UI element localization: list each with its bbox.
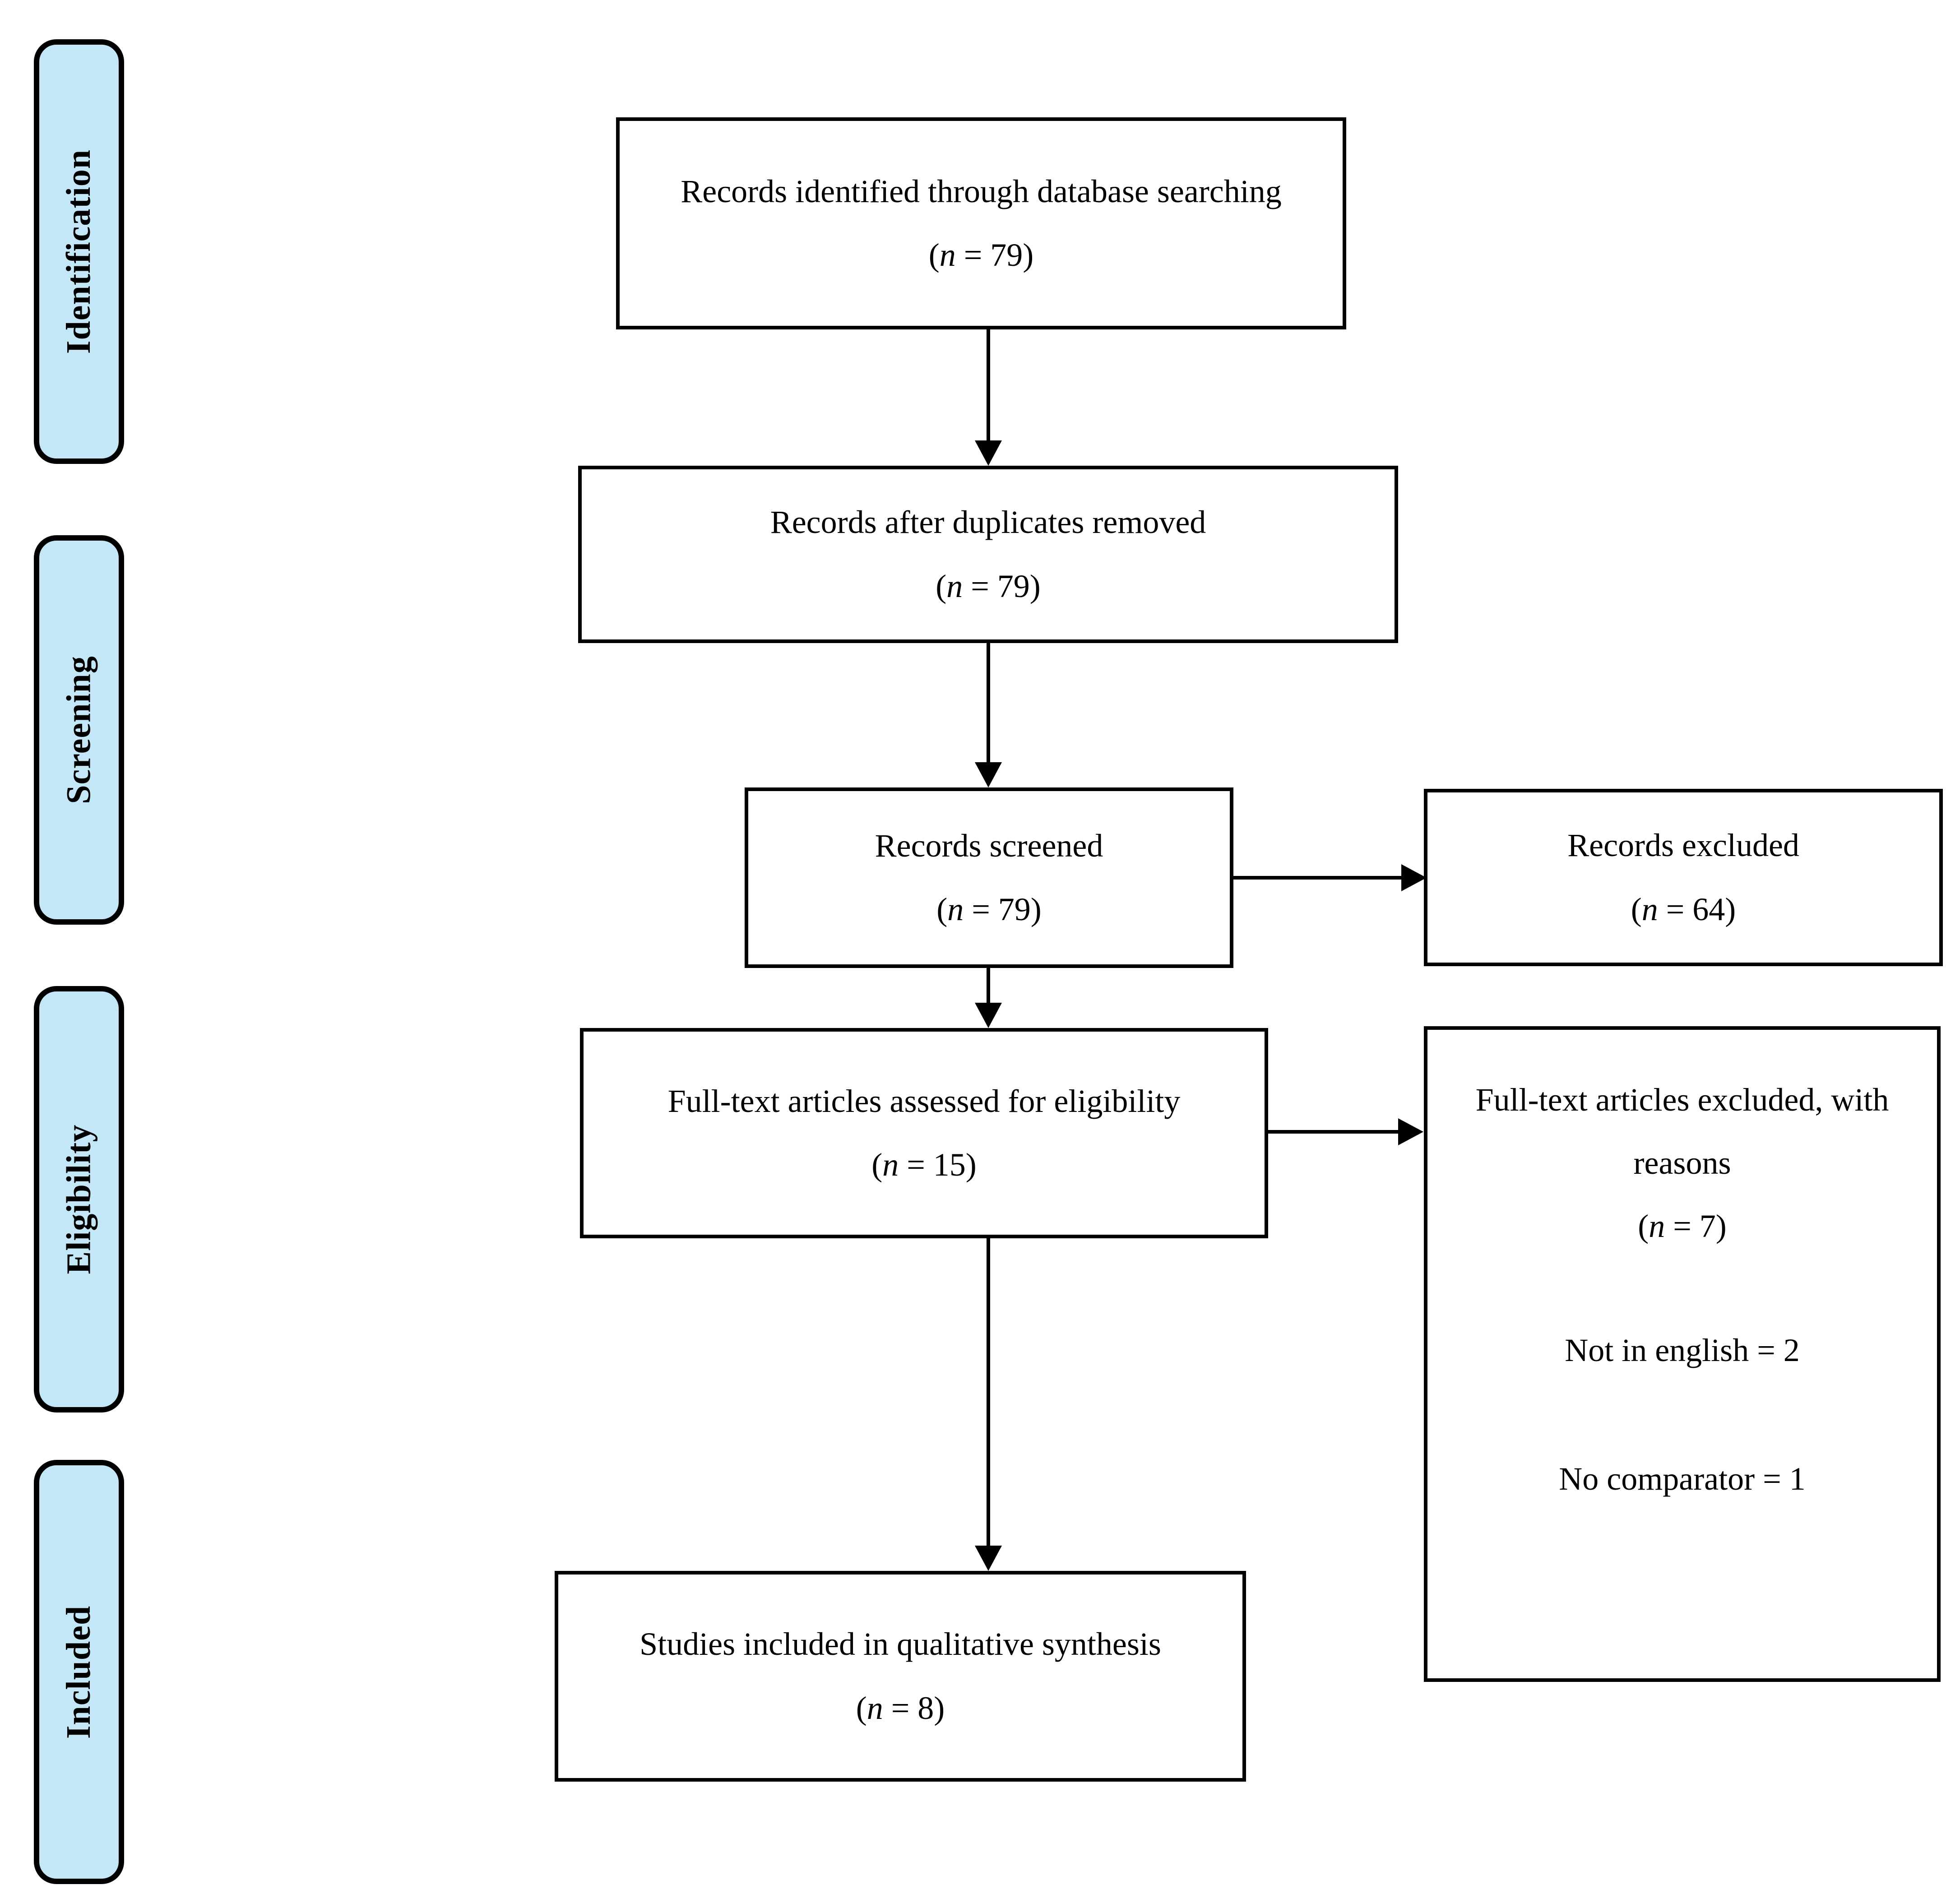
box-title: Records screened	[875, 827, 1103, 864]
box-count: (n = 79)	[928, 237, 1034, 273]
arrow-fulltext-to-included	[987, 1238, 990, 1546]
box-title-line1: Full-text articles excluded, with	[1475, 1082, 1889, 1118]
stage-label-identification: Identification	[34, 39, 124, 464]
stage-label-eligibility: Eligibility	[34, 986, 124, 1412]
stage-label-text: Screening	[60, 656, 98, 804]
n-symbol: n	[882, 1147, 899, 1183]
stage-label-included: Included	[34, 1460, 124, 1884]
arrow-screened-to-fulltext	[987, 968, 990, 1003]
arrowhead-right-icon	[1401, 864, 1427, 891]
arrowhead-down-icon	[975, 1546, 1002, 1571]
stage-label-text: Identification	[60, 149, 98, 354]
box-count: (n = 79)	[936, 568, 1041, 604]
box-count: (n = 8)	[856, 1690, 945, 1726]
exclusion-reason: No comparator = 1	[1559, 1461, 1806, 1497]
stage-label-text: Eligibility	[60, 1124, 98, 1274]
box-title: Records after duplicates removed	[770, 504, 1206, 541]
arrowhead-right-icon	[1398, 1118, 1423, 1145]
box-fulltext-excluded-with-reasons: Full-text articles excluded, with reason…	[1424, 1026, 1941, 1682]
box-title: Full-text articles assessed for eligibil…	[667, 1083, 1181, 1119]
box-title: Studies included in qualitative synthesi…	[639, 1626, 1161, 1662]
box-records-screened: Records screened (n = 79)	[745, 787, 1233, 968]
box-count: (n = 15)	[871, 1147, 977, 1183]
box-count: (n = 64)	[1631, 891, 1736, 927]
box-records-identified: Records identified through database sear…	[616, 117, 1346, 329]
n-symbol: n	[866, 1690, 883, 1726]
arrow-dedup-to-screened	[987, 643, 990, 762]
box-studies-included: Studies included in qualitative synthesi…	[555, 1571, 1246, 1782]
stage-label-screening: Screening	[34, 535, 124, 925]
arrowhead-down-icon	[975, 440, 1002, 466]
arrow-identified-to-dedup	[987, 329, 990, 440]
n-symbol: n	[1641, 891, 1658, 927]
arrow-fulltext-to-ft-excluded	[1268, 1130, 1398, 1134]
box-count: (n = 7)	[1638, 1208, 1727, 1244]
arrow-screened-to-excluded	[1233, 876, 1401, 880]
box-fulltext-assessed: Full-text articles assessed for eligibil…	[580, 1028, 1268, 1238]
n-symbol: n	[947, 891, 964, 927]
box-count: (n = 79)	[936, 891, 1042, 927]
box-records-excluded: Records excluded (n = 64)	[1424, 789, 1943, 966]
box-records-after-duplicates: Records after duplicates removed (n = 79…	[578, 466, 1398, 643]
box-title-line2: reasons	[1633, 1145, 1731, 1181]
n-symbol: n	[946, 568, 963, 604]
n-symbol: n	[1649, 1208, 1665, 1244]
arrowhead-down-icon	[975, 1003, 1002, 1028]
exclusion-reason: Not in english = 2	[1565, 1332, 1800, 1368]
n-symbol: n	[939, 237, 956, 273]
arrowhead-down-icon	[975, 762, 1002, 787]
box-title: Records identified through database sear…	[681, 173, 1282, 209]
stage-label-text: Included	[60, 1605, 98, 1739]
box-title: Records excluded	[1567, 827, 1799, 864]
